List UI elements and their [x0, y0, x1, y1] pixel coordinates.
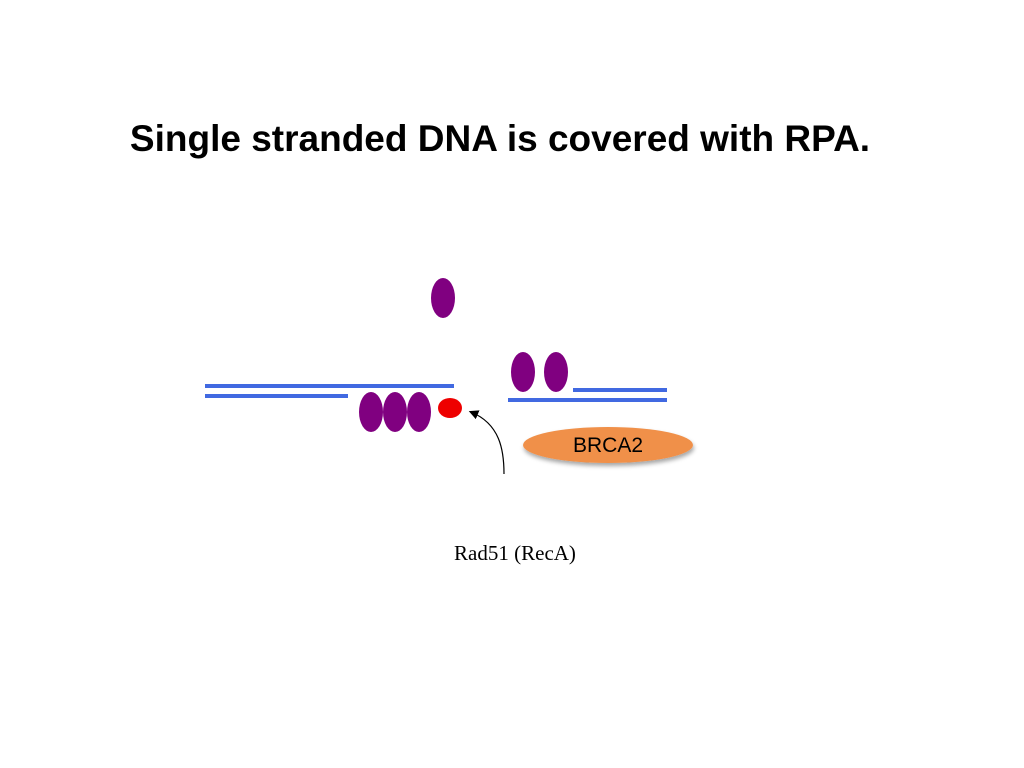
- rpa-protein: [359, 392, 383, 432]
- rpa-protein: [544, 352, 568, 392]
- rpa-protein: [431, 278, 455, 318]
- left-dna-duplex: [205, 384, 454, 398]
- brca2-protein: BRCA2: [523, 427, 693, 463]
- rpa-protein: [511, 352, 535, 392]
- rad51-label: Rad51 (RecA): [454, 541, 576, 565]
- rad51-protein: [438, 398, 462, 418]
- right-dna-duplex: [508, 388, 667, 402]
- rpa-protein: [407, 392, 431, 432]
- brca2-shape: [523, 427, 693, 463]
- slide-title: Single stranded DNA is covered with RPA.: [129, 118, 871, 159]
- rad51-pointer-arrow: [468, 410, 505, 475]
- rpa-proteins: [359, 278, 568, 432]
- rpa-protein: [383, 392, 407, 432]
- brca2-label: BRCA2: [573, 434, 643, 457]
